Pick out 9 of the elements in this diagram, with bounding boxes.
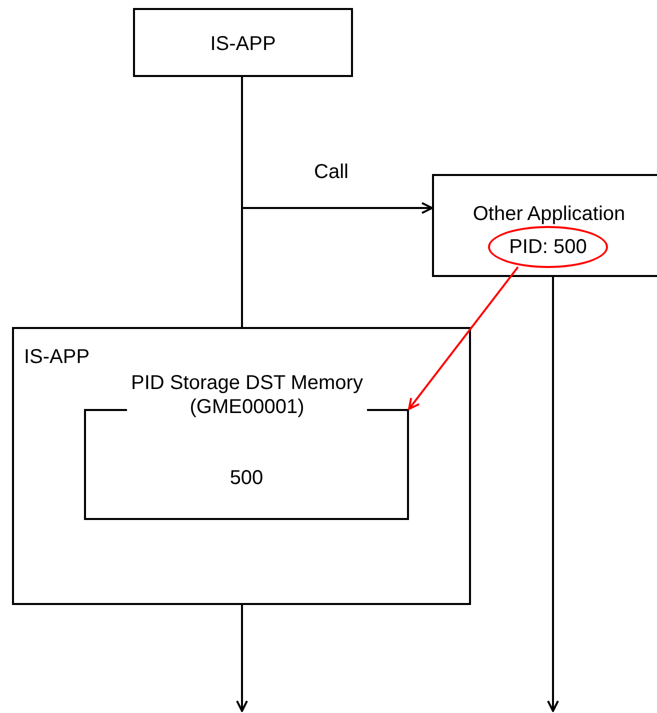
node-text: IS-APP <box>209 32 277 56</box>
node-text: Other Application <box>472 202 626 226</box>
process-box <box>133 8 353 77</box>
container-box <box>12 327 471 605</box>
node-text: IS-APP <box>24 345 91 369</box>
process-box <box>432 174 657 277</box>
node-text: 500 <box>228 466 264 490</box>
node-text: PID: 500 <box>508 235 588 259</box>
highlight-ellipse <box>488 226 608 268</box>
